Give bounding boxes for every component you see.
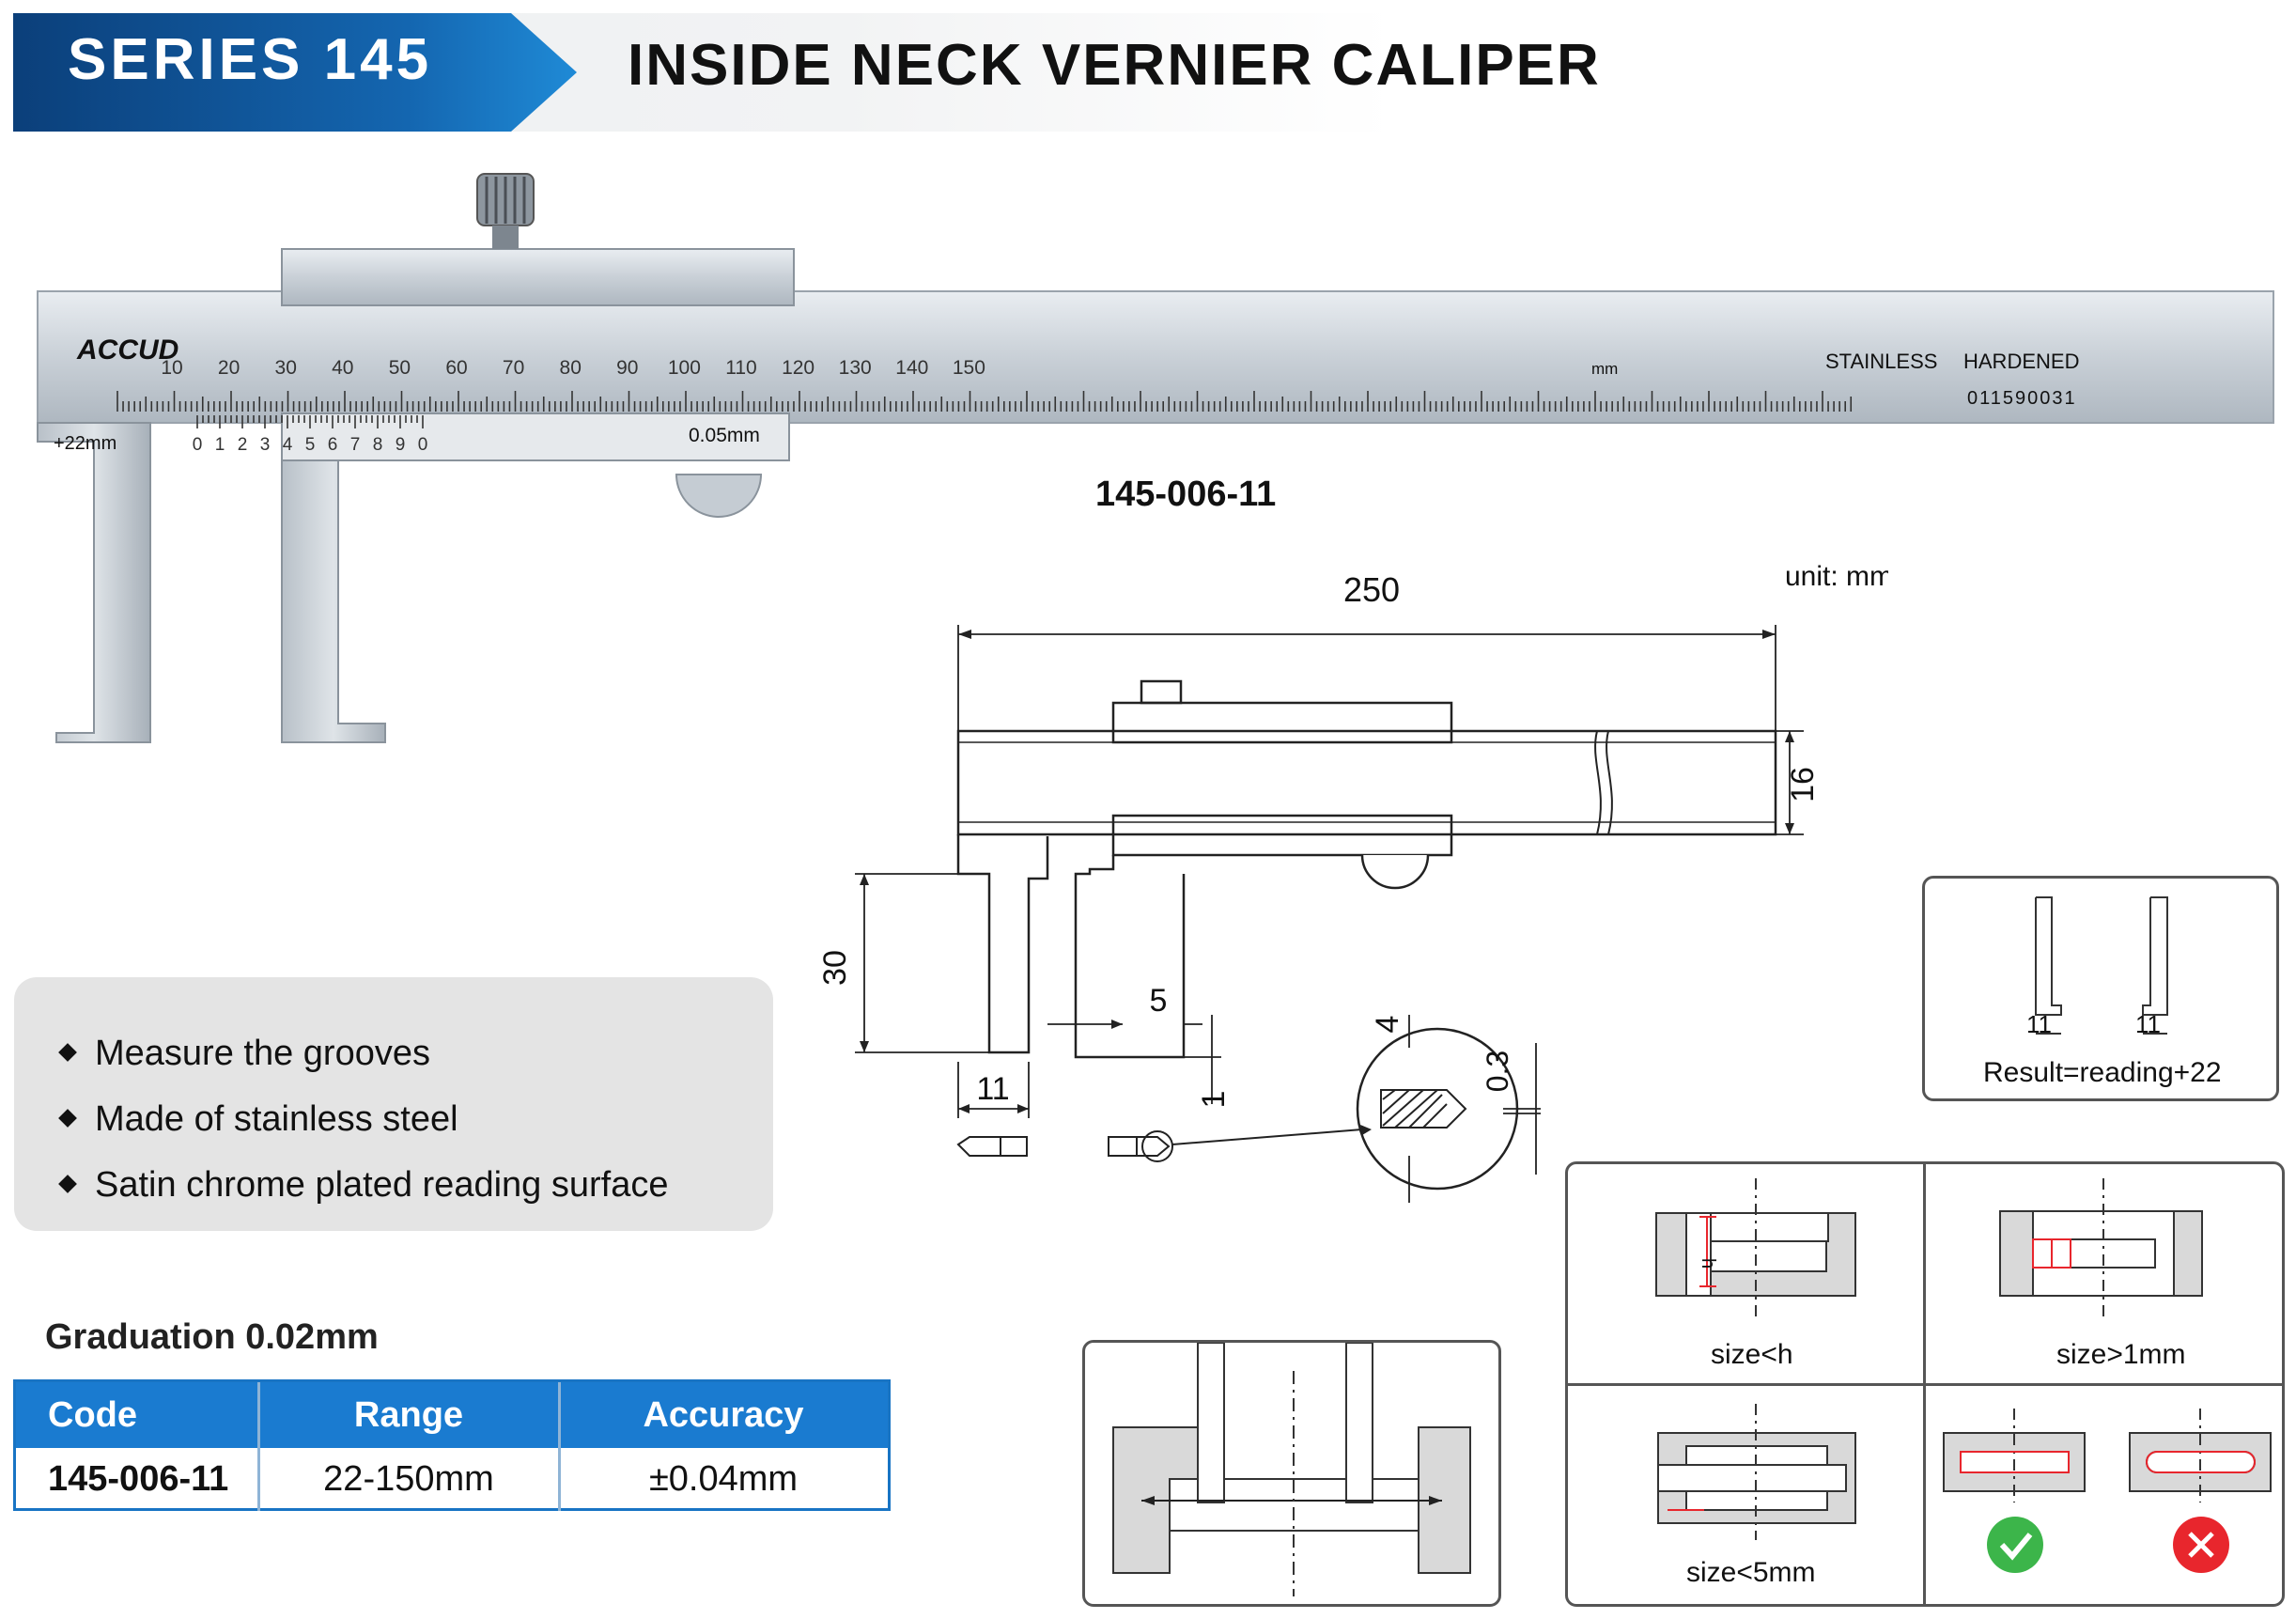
scale-number: 130 [839, 357, 872, 379]
moving-jaw [281, 459, 386, 743]
scale-number: 10 [161, 357, 182, 379]
scale-number: 80 [560, 357, 582, 379]
main-beam [37, 290, 2274, 424]
vernier-number: 6 [328, 435, 338, 455]
drawing-beam [956, 729, 1777, 836]
groove-figure [1112, 1343, 1471, 1596]
offset-mark: +22mm [54, 433, 116, 454]
table-divider [558, 1382, 561, 1511]
vernier-number: 0 [418, 435, 428, 455]
scale-number: 20 [218, 357, 240, 379]
thumb-wheel [675, 474, 763, 518]
dim-height: 16 [1785, 767, 1821, 802]
graduation-label: Graduation 0.02mm [45, 1317, 379, 1357]
table-header-range: Range [258, 1382, 559, 1448]
bullet-icon [58, 1175, 77, 1193]
serial-number: 011590031 [1967, 388, 2077, 409]
dim-tip-5: 5 [1150, 983, 1168, 1019]
table-cell-code: 145-006-11 [48, 1459, 229, 1499]
usage-grid: h size<h size>1 [1565, 1161, 2285, 1607]
grid-divider [1568, 1383, 2282, 1386]
unit-mark: mm [1591, 360, 1618, 378]
features-panel [14, 977, 773, 1231]
unit-label: unit: mm [1785, 561, 1888, 592]
vernier-number: 8 [373, 435, 383, 455]
table-header-code: Code [16, 1382, 290, 1448]
table-cell-range: 22-150mm [323, 1459, 494, 1499]
brand-logo: ACCUD [76, 335, 178, 366]
fixed-jaw [37, 422, 151, 743]
hardened-mark: HARDENED [1963, 350, 2079, 373]
table-divider [257, 1382, 260, 1511]
page-title: INSIDE NECK VERNIER CALIPER [628, 33, 1601, 98]
result-note-box: 11 11 Result=reading+22 [1922, 876, 2279, 1101]
dim-jaw-width: 11 [976, 1071, 1009, 1107]
spec-table: Code Range Accuracy 145-006-11 22-150mm … [13, 1379, 891, 1511]
vernier-number: 9 [396, 435, 406, 455]
bullet-icon [58, 1043, 77, 1062]
table-header-accuracy: Accuracy [559, 1382, 888, 1448]
usage-caption-size-lt-5mm: size<5mm [1686, 1557, 1816, 1588]
vernier-number: 5 [305, 435, 316, 455]
usage-caption-size-lt-h: size<h [1711, 1339, 1793, 1370]
page-header: SERIES 145 INSIDE NECK VERNIER CALIPER [0, 0, 2296, 141]
dim-tip-03: 0.3 [1481, 1051, 1514, 1092]
feature-item: Measure the grooves [58, 1034, 430, 1074]
groove-measure-box [1082, 1340, 1501, 1607]
vernier-number: 1 [215, 435, 225, 455]
feature-item: Made of stainless steel [58, 1099, 458, 1140]
dim-length: 250 [1343, 570, 1400, 609]
vernier-number: 2 [238, 435, 248, 455]
series-label: SERIES 145 [68, 27, 433, 92]
scale-number: 90 [616, 357, 638, 379]
result-jaws-figure [2035, 896, 2168, 1035]
result-dim-left: 11 [2026, 1010, 2052, 1038]
scale-number: 50 [389, 357, 411, 379]
h-marker: h [1698, 1258, 1718, 1269]
scale-number: 140 [895, 357, 928, 379]
scale-number: 60 [445, 357, 467, 379]
vernier-number: 4 [283, 435, 293, 455]
vernier-resolution: 0.05mm [689, 425, 760, 446]
series-tab-shape [13, 13, 577, 132]
scale-number: 40 [332, 357, 353, 379]
bullet-icon [58, 1109, 77, 1128]
vernier-number: 0 [193, 435, 203, 455]
dimension-drawing: 250 unit: mm 16 30 11 5 1 4 0.3 [817, 561, 1888, 1203]
vernier-scale-ticks [196, 415, 424, 428]
main-scale-numbers: 10 20 30 40 50 60 70 80 90 100 110 120 130 140 150 [161, 357, 985, 379]
slider-top [281, 248, 795, 306]
scale-number: 100 [668, 357, 701, 379]
stainless-mark: STAINLESS [1825, 350, 1937, 373]
vernier-number: 3 [260, 435, 271, 455]
result-dim-right: 11 [2135, 1010, 2161, 1038]
feature-item: Satin chrome plated reading surface [58, 1165, 668, 1206]
dim-tip-1: 1 [1196, 1091, 1232, 1109]
result-caption: Result=reading+22 [1983, 1057, 2222, 1088]
usage-figures: h [1655, 1178, 2272, 1573]
scale-number: 70 [503, 357, 524, 379]
main-scale-ticks [116, 391, 1853, 412]
ok-icon [1987, 1517, 2043, 1573]
vernier-number: 7 [350, 435, 361, 455]
table-cell-accuracy: ±0.04mm [648, 1459, 799, 1499]
scale-number: 150 [953, 357, 985, 379]
dim-tip-4: 4 [1370, 1016, 1405, 1034]
dim-jaw-depth: 30 [817, 950, 853, 986]
usage-caption-size-gt-1mm: size>1mm [2056, 1339, 2186, 1370]
scale-number: 110 [725, 357, 756, 379]
scale-number: 120 [782, 357, 814, 379]
model-code: 145-006-11 [1095, 475, 1277, 514]
scale-number: 30 [275, 357, 297, 379]
